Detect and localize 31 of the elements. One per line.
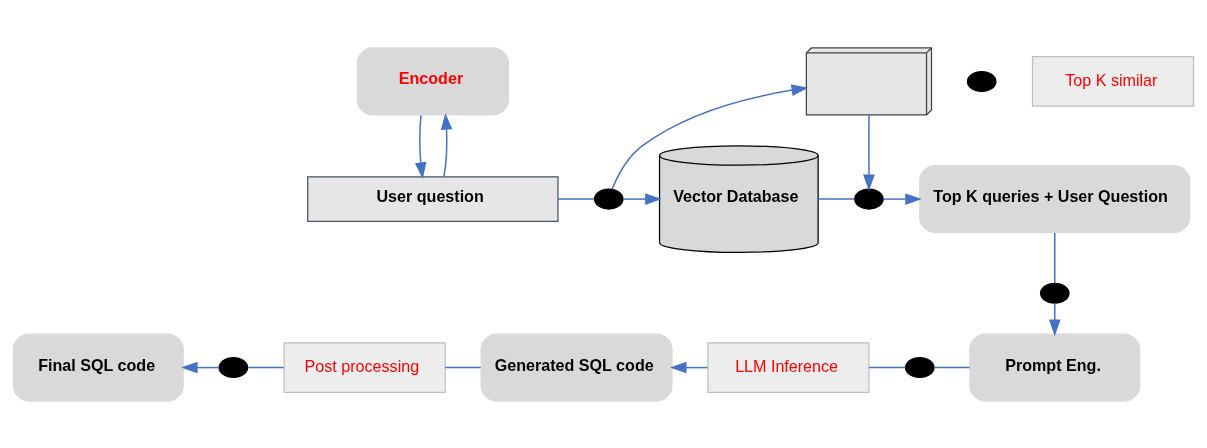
- arrow: [669, 361, 709, 373]
- node-dot: [904, 356, 935, 378]
- connector: [933, 366, 971, 368]
- connector: [444, 366, 482, 368]
- node-box: Top K similar: [1031, 55, 1195, 107]
- arrow: [440, 112, 453, 177]
- arrow: [622, 192, 662, 205]
- node-box: Post processing: [283, 341, 446, 393]
- node-box: LLM Inference: [707, 341, 870, 393]
- connector: [817, 197, 856, 200]
- node-dot: [1039, 282, 1070, 304]
- node-dot: [218, 356, 249, 378]
- arrow: [611, 83, 809, 190]
- connector: [557, 197, 595, 200]
- node-box: User question: [307, 175, 559, 222]
- arrow: [414, 114, 427, 179]
- arrow: [863, 114, 875, 191]
- node-dot: [593, 188, 624, 210]
- node-dot: [966, 70, 997, 92]
- node-box: Prompt Eng.: [969, 333, 1141, 402]
- node-box: Encoder: [356, 46, 510, 115]
- arrow: [1048, 302, 1061, 336]
- node-dot: [854, 188, 884, 210]
- connector: [1054, 231, 1056, 284]
- arrow: [181, 361, 220, 373]
- arrow: [882, 192, 922, 205]
- connector: [868, 366, 907, 368]
- node-box: Top K queries + User Question: [919, 164, 1191, 233]
- node-box: Final SQL code: [12, 333, 184, 402]
- node-box: Generated SQL code: [480, 333, 673, 402]
- connector: [247, 366, 285, 368]
